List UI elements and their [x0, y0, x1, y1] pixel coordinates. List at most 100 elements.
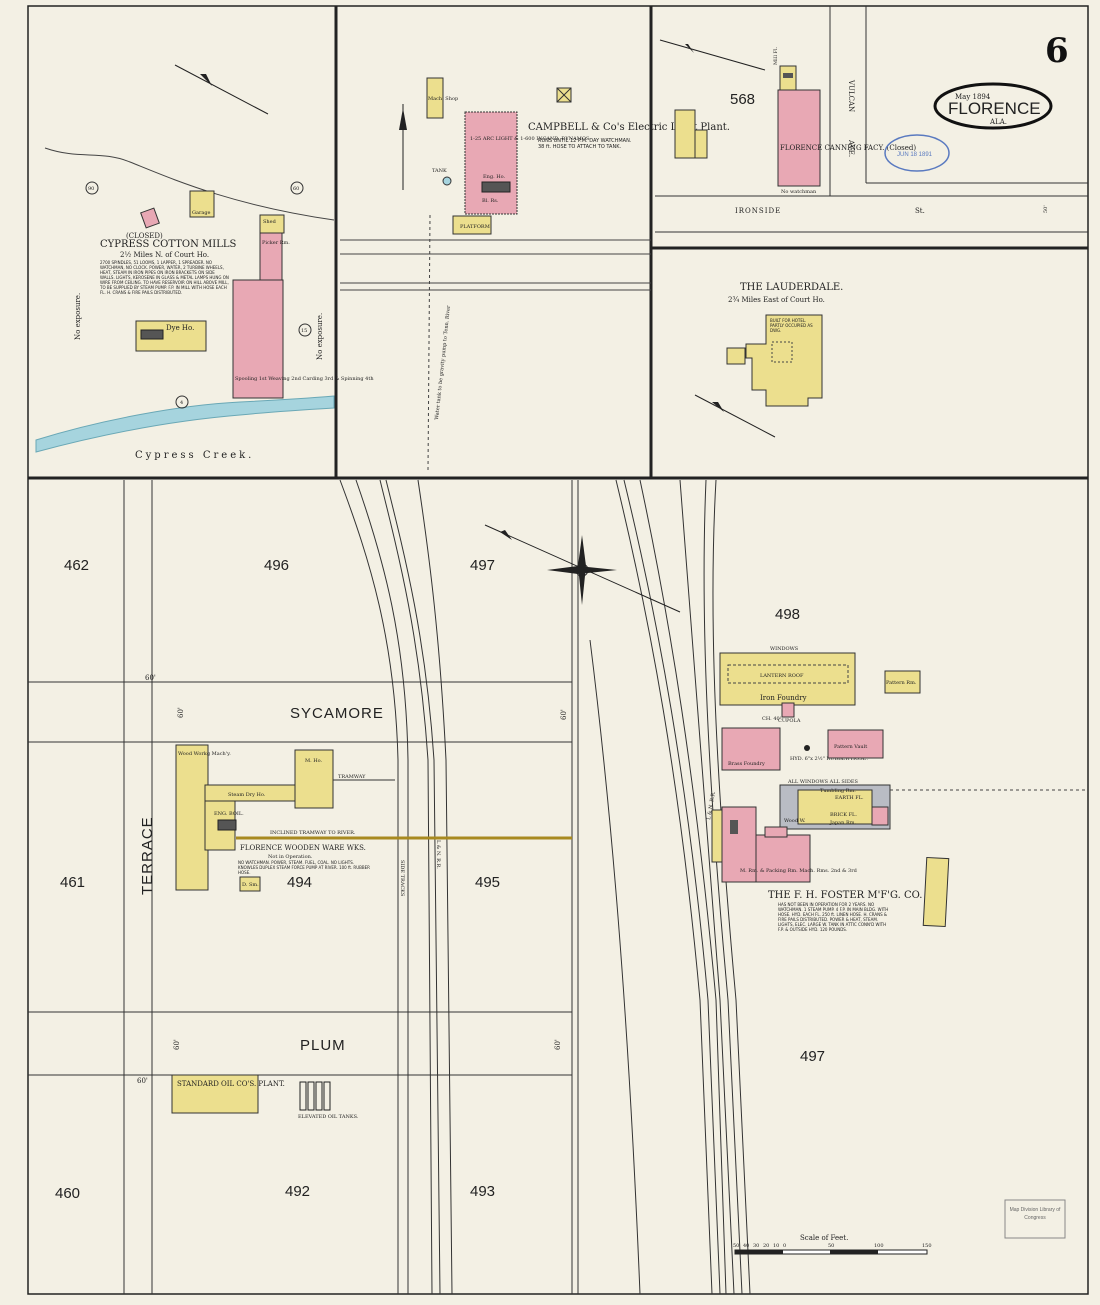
- platform-label: PLATFORM: [460, 224, 490, 230]
- no-exposure-left: No exposure.: [74, 293, 82, 340]
- railroad-tracks: SIDE TRACKS L & N. R.R. L & N. R.R.: [339, 479, 751, 1295]
- dye-label: Dye Ho.: [166, 324, 194, 332]
- cypress-creek: [35, 395, 335, 453]
- elevation-4: 4: [180, 400, 183, 406]
- shed-label: Shed: [263, 219, 277, 225]
- dim-60-f: 60': [137, 1077, 148, 1085]
- wooden-ware-notes-box: NO WATCHMAN. POWER, STEAM. FUEL, COAL. N…: [238, 860, 370, 875]
- scale-tick-4: 10: [773, 1243, 779, 1249]
- dim-60-b: 60': [177, 707, 185, 718]
- standard-oil-plant: STANDARD OIL CO'S. PLANT. ELEVATED OIL T…: [171, 1074, 359, 1120]
- wooden-ware-status: Not in Operation.: [268, 854, 313, 860]
- mach-shop: [426, 77, 444, 119]
- block-492: 492: [285, 1183, 310, 1200]
- cupola-label: CUPOLA: [778, 718, 801, 724]
- m-ho: [294, 749, 334, 809]
- foster-name: THE F. H. FOSTER M'F'G. CO.: [768, 890, 922, 901]
- lauderdale-notes-box: BUILT FOR HOTEL. PARTLY OCCUPIED AS DWG.: [770, 318, 813, 333]
- lauderdale-hotel: [745, 314, 823, 407]
- earth-fl-label: EARTH FL.: [835, 795, 864, 801]
- picker-label: Picker Rm.: [262, 240, 290, 246]
- cotton-mill-main: [232, 279, 284, 399]
- tramway-note: INCLINED TRAMWAY TO RIVER.: [270, 830, 356, 836]
- mill-notes: 2700 SPINDLES, 51 LOOMS, 1 LAPPER, 1 SPR…: [100, 260, 229, 295]
- mill-notes-box: 2700 SPINDLES, 51 LOOMS, 1 LAPPER, 1 SPR…: [100, 260, 229, 295]
- dim-60-c: 60': [560, 709, 568, 720]
- plant-notes-box: RUNS UNTIL 12 P.M. DAY WATCHMAN. 38 ft. …: [538, 138, 631, 150]
- japan-rm-label: Japan Rm.: [829, 820, 856, 826]
- foster-main-bld: [721, 806, 757, 883]
- main-streets: [28, 480, 579, 1294]
- boiler-label: Bl. Rs.: [482, 198, 499, 204]
- north-arrow-icon: [659, 39, 766, 71]
- mach-shop-label: Mach. Shop: [428, 96, 458, 102]
- scale-tick-0: 50: [733, 1243, 739, 1249]
- vulcan-suffix: AVE.: [847, 139, 855, 157]
- north-arrow-icon: [174, 64, 269, 115]
- electric-plant-bld: [464, 111, 518, 215]
- foster-machine-label: M. Rm. & Packing Rm. Mach. Rms. 2nd & 3r…: [740, 868, 858, 874]
- ln-rr-label-1: L & N. R.R.: [435, 840, 441, 869]
- sheet-border: [27, 5, 1089, 1295]
- steam-dry-label: Steam Dry Ho.: [228, 792, 266, 798]
- mill-distance: 2½ Miles N. of Court Ho.: [120, 251, 209, 259]
- standard-oil-bld: [171, 1074, 259, 1114]
- compass-rose-icon: [484, 524, 681, 613]
- page-number: 6: [1045, 31, 1069, 71]
- foster-machine-bld: [755, 834, 811, 883]
- wood-w-label: Wood W.: [784, 818, 806, 824]
- wood-working-label: Wood Workg Mach'y.: [178, 751, 231, 757]
- block-568: 568: [730, 91, 755, 108]
- elevation-90: 90: [88, 186, 94, 192]
- wooden-ware-name: FLORENCE WOODEN WARE WKS.: [240, 844, 366, 852]
- japan-rm-inner: [871, 806, 889, 826]
- pattern-vault: [827, 729, 884, 759]
- no-exposure-right: No exposure.: [316, 313, 324, 360]
- engine-label: Eng. Ho.: [483, 174, 506, 180]
- mill-floors: Spooling 1st Weaving 2nd Carding 3rd & S…: [235, 376, 374, 382]
- fetter-bld: [884, 670, 921, 694]
- elevation-60: 60: [293, 186, 299, 192]
- block-497-top: 497: [470, 557, 495, 574]
- inset-lauderdale: THE LAUDERDALE. 2¾ Miles East of Court H…: [694, 282, 843, 438]
- archive-stamp-box: Map Division Library of Congress: [1010, 1207, 1061, 1221]
- mill-name: CYPRESS COTTON MILLS: [100, 239, 236, 250]
- eng-boiler-label: ENG. BOIL.: [214, 811, 244, 817]
- oil-tanks: [299, 1081, 331, 1111]
- brass-foundry: [721, 727, 781, 771]
- tumbling-label: Tumbling Rm.: [820, 788, 856, 794]
- inset-frames: [28, 6, 1088, 480]
- wood-working-bld: [175, 744, 209, 891]
- ln-rr-label-2: L & N. R.R.: [706, 790, 717, 820]
- mill-status: (CLOSED): [126, 232, 163, 240]
- block-496: 496: [264, 557, 289, 574]
- state-name: ALA.: [989, 118, 1007, 126]
- ch-label: CH. 40': [762, 716, 781, 722]
- lauderdale-notes: BUILT FOR HOTEL. PARTLY OCCUPIED AS DWG.: [770, 318, 813, 333]
- inset-canning: 568 FLORENCE CANNING FACY. (Closed) No w…: [655, 6, 1088, 233]
- garage-label: Garage: [192, 210, 211, 216]
- standard-oil-name: STANDARD OIL CO'S. PLANT.: [177, 1080, 285, 1088]
- foster-notes: HAS NOT BEEN IN OPERATION FOR 2 YEARS. N…: [778, 902, 889, 932]
- ironside-suffix: St.: [915, 207, 925, 215]
- iron-foundry-label: Iron Foundry: [760, 694, 807, 702]
- brass-foundry-label: Brass Foundry: [728, 761, 765, 767]
- block-462: 462: [64, 557, 89, 574]
- block-461: 461: [60, 874, 85, 891]
- scale-tick-8: 150: [922, 1243, 932, 1249]
- canning-watchman: No watchman: [781, 189, 817, 195]
- foster-notes-box: HAS NOT BEEN IN OPERATION FOR 2 YEARS. N…: [778, 902, 889, 932]
- block-495: 495: [475, 874, 500, 891]
- sycamore-street: SYCAMORE: [290, 705, 384, 722]
- garage-2: [189, 190, 215, 218]
- all-sides-label: ALL WINDOWS ALL SIDES: [787, 779, 858, 785]
- foster-mfg-co: WINDOWS LANTERN ROOF Iron Foundry CH. 40…: [711, 646, 1088, 932]
- plum-street: PLUM: [300, 1037, 346, 1054]
- wooden-ware-works: Wood Workg Mach'y. Steam Dry Ho. M. Ho. …: [175, 744, 572, 892]
- scale-tick-2: 30: [753, 1243, 759, 1249]
- m-ho-label: M. Ho.: [305, 758, 323, 764]
- dim-60-e: 60': [554, 1039, 562, 1050]
- windows-label: WINDOWS: [770, 646, 799, 652]
- d-sm-bld: [239, 876, 261, 892]
- brick-fl-label: BRICK FL.: [830, 812, 857, 818]
